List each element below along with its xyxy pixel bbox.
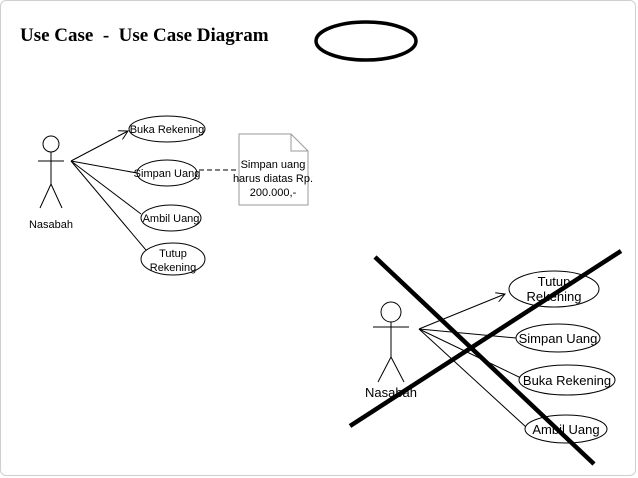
actor-left-leg [39, 183, 52, 209]
association-buka [70, 131, 128, 162]
association-tutup-2 [418, 294, 505, 330]
association-ambil-2 [418, 328, 527, 428]
incorrect-diagram: Nasabah Tutup Rekening Simpan Uang Buka … [348, 249, 623, 466]
actor-label: Nasabah [29, 219, 73, 231]
use-case-buka-rekening: Buka Rekening [128, 115, 206, 143]
cross-out-mark [348, 249, 623, 466]
actor-figure [38, 135, 64, 209]
svg-text:Simpan Uang: Simpan Uang [519, 331, 598, 346]
use-case-ambil-uang: Ambil Uang [140, 204, 202, 232]
actor-right-leg-2 [390, 356, 405, 383]
actor-head-2 [380, 301, 402, 323]
association-simpan [70, 160, 138, 174]
svg-text:Tutup: Tutup [538, 274, 571, 289]
use-case-ambil-uang-2: Ambil Uang [524, 414, 608, 444]
use-case-simpan-uang-2: Simpan Uang [515, 323, 601, 353]
svg-text:Buka Rekening: Buka Rekening [523, 373, 611, 388]
svg-text:Simpan uang: Simpan uang [241, 159, 306, 171]
svg-text:Ambil Uang: Ambil Uang [143, 213, 200, 225]
actor-figure-2 [373, 301, 409, 383]
svg-text:Simpan Uang: Simpan Uang [134, 168, 201, 180]
use-case-buka-rekening-2: Buka Rekening [518, 364, 616, 396]
actor-head [42, 135, 60, 153]
svg-text:Tutup: Tutup [159, 248, 187, 260]
use-case-tutup-rekening-2: Tutup Rekening [508, 270, 600, 308]
association-tutup [70, 160, 152, 257]
use-case-ellipse-symbol [314, 20, 418, 62]
svg-text:Rekening: Rekening [150, 262, 196, 274]
use-case-tutup-rekening: Tutup Rekening [140, 242, 206, 276]
use-case-simpan-uang: Simpan Uang [134, 159, 201, 187]
actor-right-leg [50, 183, 63, 209]
svg-text:harus diatas Rp.: harus diatas Rp. [233, 173, 313, 185]
association-simpan-2 [418, 328, 517, 339]
svg-text:200.000,-: 200.000,- [250, 187, 297, 199]
svg-text:Ambil Uang: Ambil Uang [532, 422, 599, 437]
correct-diagram: Nasabah Buka Rekening Simpan Uang Ambil … [29, 115, 313, 276]
association-buka-2 [418, 328, 522, 379]
svg-text:Buka Rekening: Buka Rekening [130, 124, 205, 136]
actor-left-leg-2 [377, 356, 392, 383]
note-box: Simpan uang harus diatas Rp. 200.000,- [233, 133, 313, 206]
slide-title: Use Case - Use Case Diagram [20, 25, 269, 46]
association-ambil [70, 160, 142, 215]
